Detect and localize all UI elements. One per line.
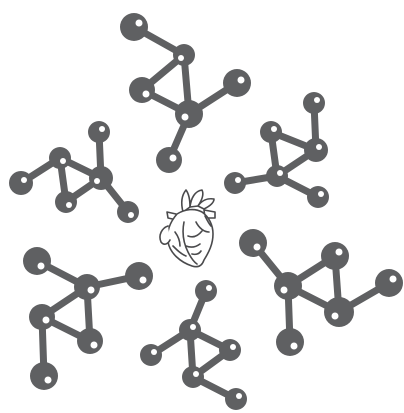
molecule-icon bbox=[239, 229, 403, 356]
heart-icon bbox=[159, 189, 216, 268]
molecule-icon bbox=[9, 121, 139, 223]
molecule-icon bbox=[140, 280, 247, 410]
molecule-icon bbox=[23, 247, 153, 390]
molecule-icon bbox=[224, 92, 329, 208]
molecule-icon bbox=[120, 13, 251, 173]
